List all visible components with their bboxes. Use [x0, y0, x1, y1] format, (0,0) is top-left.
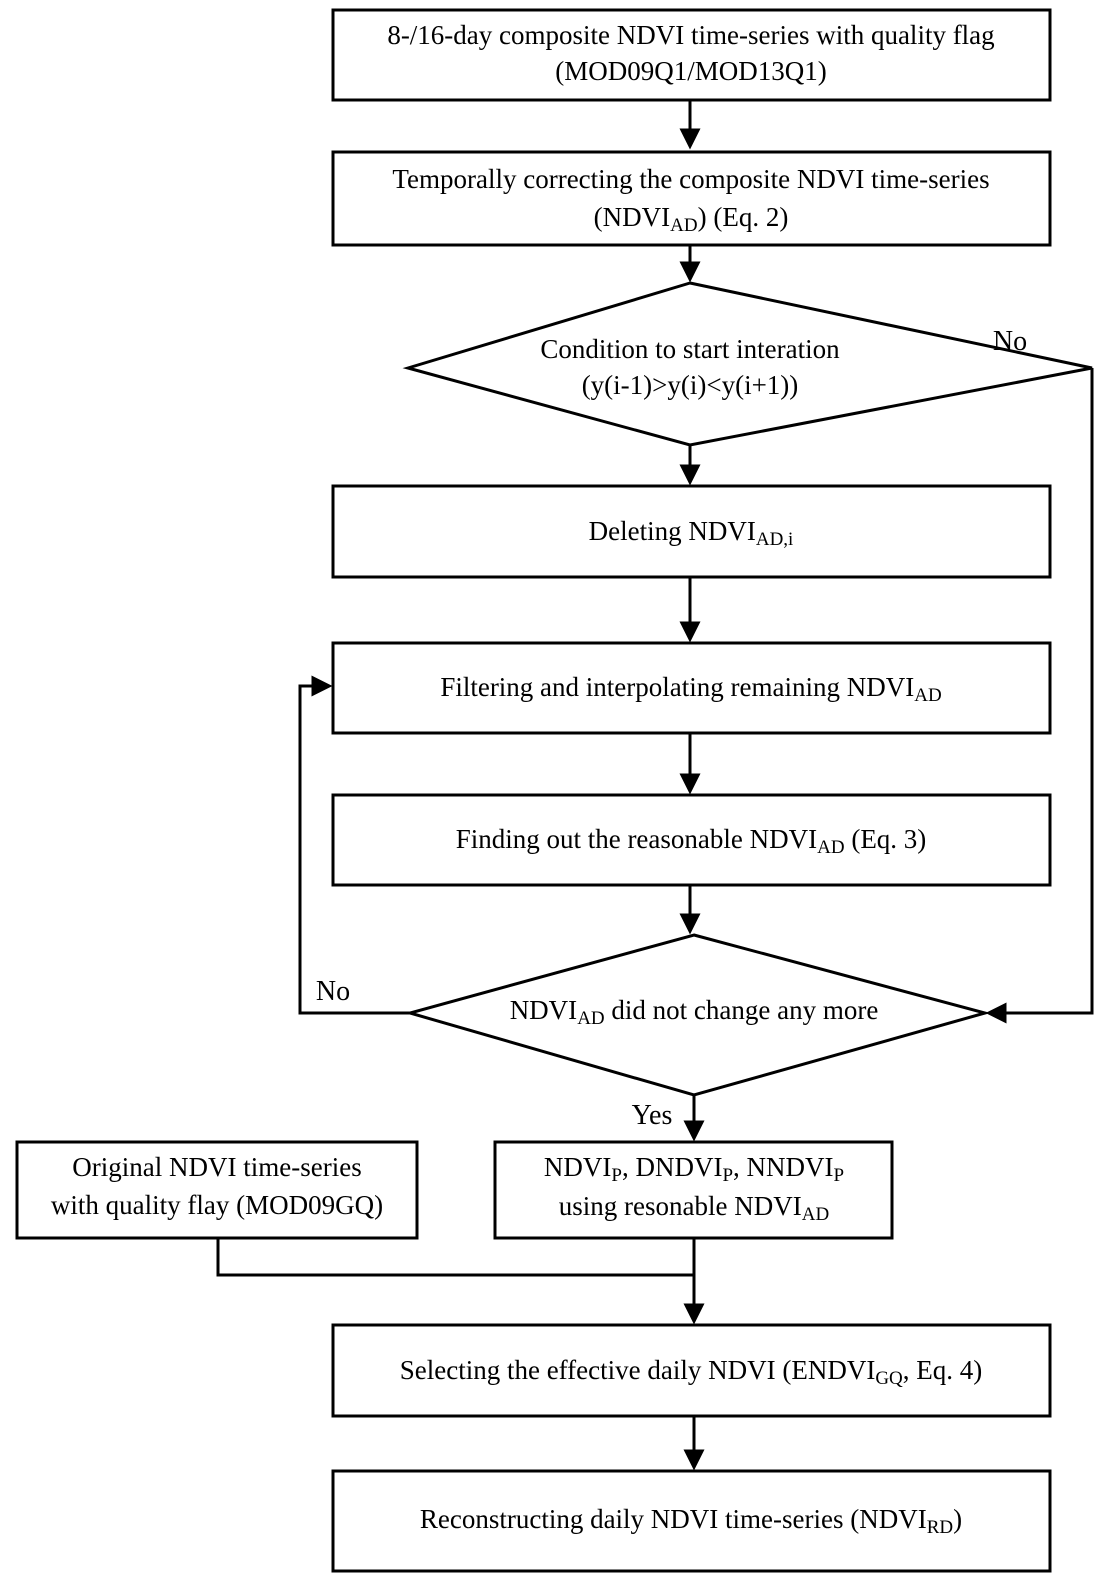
node-filter-interpolate-line-1: Filtering and interpolating remaining ND… [440, 672, 941, 706]
node-temporal-correct-line-1: Temporally correcting the composite NDVI… [392, 164, 989, 194]
node-select-effective-daily-line-1: Selecting the effective daily NDVI (ENDV… [400, 1355, 983, 1389]
node-input-composite[interactable]: 8-/16-day composite NDVI time-series wit… [331, 8, 1052, 102]
node-input-composite-box[interactable] [331, 8, 1052, 102]
node-ndvi-parameters[interactable]: NDVIP, DNDVIP, NNDVIP using resonable ND… [493, 1140, 894, 1240]
node-original-ndvi-source[interactable]: Original NDVI time-series with quality f… [15, 1140, 419, 1240]
connector-nochange-no-loop [298, 675, 410, 1015]
node-reconstruct-daily-line-1: Reconstructing daily NDVI time-series (N… [420, 1504, 962, 1538]
node-temporal-correct[interactable]: Temporally correcting the composite NDVI… [331, 150, 1052, 247]
connector-condition-no-loop [985, 368, 1094, 1024]
node-temporal-correct-box[interactable] [331, 150, 1052, 247]
node-find-reasonable-line-1: Finding out the reasonable NDVIAD (Eq. 3… [456, 824, 927, 858]
node-select-effective-daily-box[interactable] [331, 1323, 1052, 1418]
node-condition-start-iteration-line-1: Condition to start interation [540, 334, 840, 364]
node-select-effective-daily[interactable]: Selecting the effective daily NDVI (ENDV… [331, 1323, 1052, 1418]
node-filter-interpolate-box[interactable] [331, 641, 1052, 735]
connector-original-to-selecting [216, 1238, 694, 1277]
edge-label-no-top: No [993, 326, 1027, 357]
node-reconstruct-daily[interactable]: Reconstructing daily NDVI time-series (N… [331, 1469, 1052, 1573]
node-original-ndvi-source-line-1: Original NDVI time-series [72, 1152, 361, 1182]
node-no-change-check[interactable]: NDVIAD did not change any more [404, 933, 991, 1097]
node-no-change-check-line-1: NDVIAD did not change any more [510, 995, 879, 1029]
node-deleting-ndvi-line-1: Deleting NDVIAD,i [589, 516, 794, 550]
node-original-ndvi-source-box[interactable] [15, 1140, 419, 1240]
node-reconstruct-daily-box[interactable] [331, 1469, 1052, 1573]
node-find-reasonable[interactable]: Finding out the reasonable NDVIAD (Eq. 3… [331, 793, 1052, 887]
node-input-composite-line-2: (MOD09Q1/MOD13Q1) [555, 56, 827, 86]
node-no-change-check-diamond[interactable] [404, 933, 991, 1097]
node-filter-interpolate[interactable]: Filtering and interpolating remaining ND… [331, 641, 1052, 735]
node-condition-start-iteration-line-2: (y(i-1)>y(i)<y(i+1)) [582, 370, 799, 400]
node-condition-start-iteration[interactable]: Condition to start interation (y(i-1)>y(… [402, 281, 1093, 447]
node-condition-start-iteration-diamond[interactable] [402, 281, 1093, 447]
node-temporal-correct-line-2: (NDVIAD) (Eq. 2) [594, 202, 789, 236]
node-ndvi-parameters-box[interactable] [493, 1140, 894, 1240]
node-deleting-ndvi-box[interactable] [331, 484, 1052, 579]
node-ndvi-parameters-line-2: using resonable NDVIAD [559, 1191, 829, 1225]
edge-label-no-left: No [316, 976, 350, 1007]
node-ndvi-parameters-line-1: NDVIP, DNDVIP, NNDVIP [544, 1152, 844, 1186]
connector-layer [216, 100, 1094, 1471]
edge-label-yes: Yes [632, 1100, 673, 1131]
node-original-ndvi-source-line-2: with quality flay (MOD09GQ) [51, 1190, 383, 1220]
node-find-reasonable-box[interactable] [331, 793, 1052, 887]
node-input-composite-line-1: 8-/16-day composite NDVI time-series wit… [387, 20, 994, 50]
node-deleting-ndvi[interactable]: Deleting NDVIAD,i [331, 484, 1052, 579]
